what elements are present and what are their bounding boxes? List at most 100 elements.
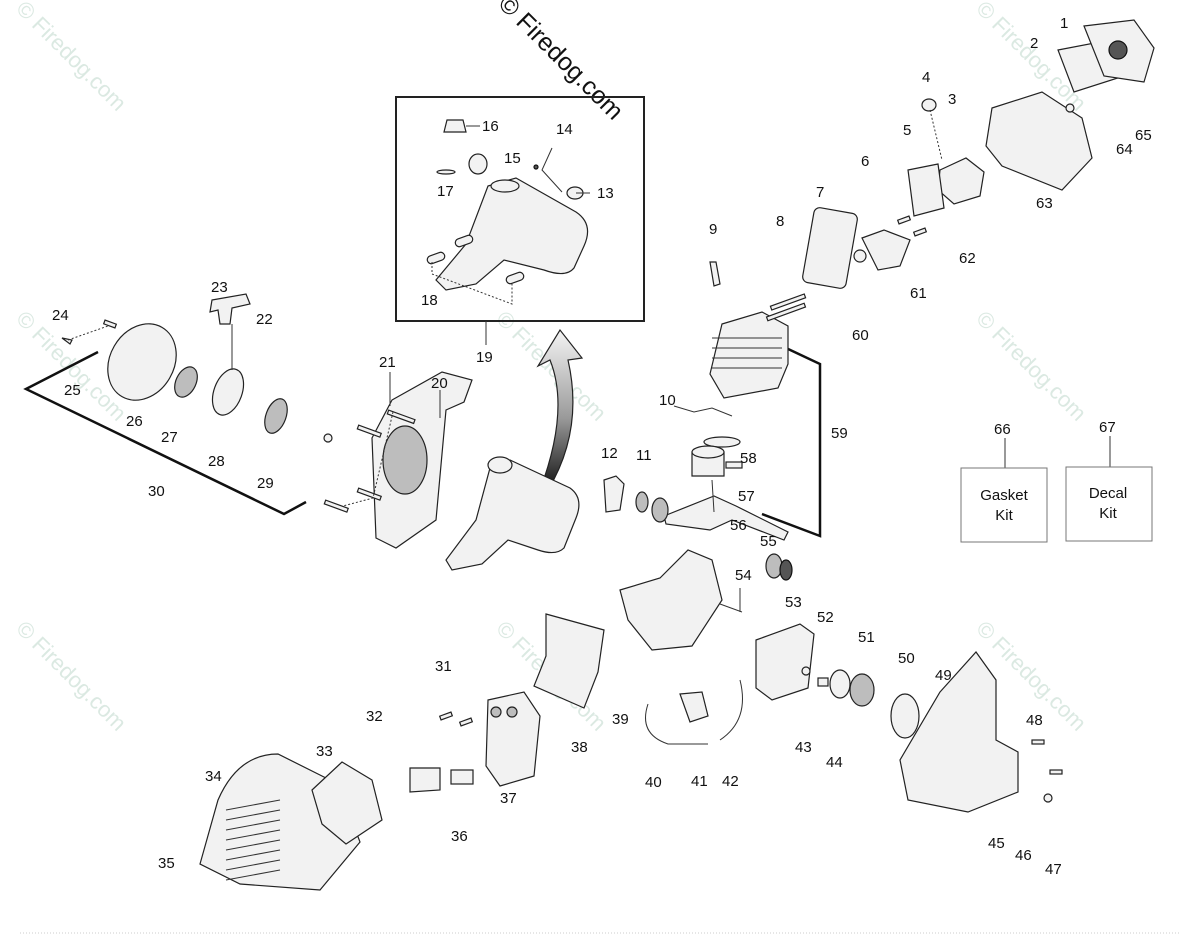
callout-9: 9 (709, 221, 717, 238)
gasket-10-part (673, 405, 733, 417)
oring-part (853, 249, 867, 263)
starter-pawl-part (264, 398, 288, 434)
callout-21: 21 (379, 354, 396, 371)
screw-part (458, 717, 474, 727)
screw-part (896, 215, 912, 225)
fuel-tank-inset (395, 96, 645, 345)
callout-36: 36 (451, 828, 468, 845)
callout-49: 49 (935, 667, 952, 684)
inset-frame (395, 96, 645, 322)
watermark: © Firedog.com (971, 306, 1091, 426)
clutch-assembly (645, 623, 1063, 813)
decal-kit: Decal Kit (1065, 436, 1153, 542)
callout-30: 30 (148, 483, 165, 500)
callout-50: 50 (898, 650, 915, 667)
clutch-plate-part (829, 669, 851, 699)
knob-part (1108, 40, 1128, 60)
callout-45: 45 (988, 835, 1005, 852)
bushing-part (817, 677, 829, 687)
heat-shield-part (311, 761, 383, 845)
flywheel-part (755, 623, 815, 701)
gasket-part (409, 767, 441, 793)
callout-52: 52 (817, 609, 834, 626)
callout-67: 67 (1099, 419, 1116, 436)
seal-part (779, 559, 793, 581)
callout-58: 58 (740, 450, 757, 467)
callout-62: 62 (959, 250, 976, 267)
callout-39: 39 (612, 711, 629, 728)
ignition-coil-part (679, 691, 709, 723)
callout-51: 51 (858, 629, 875, 646)
carburetor-part (937, 157, 985, 205)
callout-65: 65 (1135, 127, 1152, 144)
screw-part (912, 227, 928, 237)
bracket-59 (761, 346, 822, 538)
callout-42: 42 (722, 773, 739, 790)
clutch-drum-part (890, 693, 920, 739)
valve-part (533, 164, 539, 170)
callout-12: 12 (601, 445, 618, 462)
screw-part (1031, 739, 1045, 745)
callout-64: 64 (1116, 141, 1133, 158)
grommet-part (454, 234, 474, 248)
grommet-part (426, 251, 446, 265)
insulator-part (802, 207, 858, 289)
crankcase-part (619, 549, 723, 651)
callout-47: 47 (1045, 861, 1062, 878)
callout-41: 41 (691, 773, 708, 790)
callout-40: 40 (645, 774, 662, 791)
grommet-part (505, 271, 525, 285)
nut-part (323, 433, 333, 443)
callout-28: 28 (208, 453, 225, 470)
callout-26: 26 (126, 413, 143, 430)
screw-part (438, 711, 454, 721)
callout-7: 7 (816, 184, 824, 201)
callout-6: 6 (861, 153, 869, 170)
callout-15: 15 (504, 150, 521, 167)
callout-35: 35 (158, 855, 175, 872)
starter-handle-part (209, 293, 251, 325)
crankshaft-part (663, 495, 789, 541)
cylinder-part (709, 311, 789, 399)
callout-48: 48 (1026, 712, 1043, 729)
cylinder-assembly (603, 207, 858, 651)
piston-pin-part (725, 461, 743, 469)
spark-plug-part (709, 261, 721, 287)
callout-3: 3 (948, 91, 956, 108)
fuel-tank-part (435, 177, 589, 291)
callout-56: 56 (730, 517, 747, 534)
bearing-part (765, 553, 783, 579)
callout-66: 66 (994, 421, 1011, 438)
screw-part (356, 487, 383, 501)
callout-31: 31 (435, 658, 452, 675)
callout-33: 33 (316, 743, 333, 760)
muffler-part (485, 691, 541, 787)
air-filter-cover-part (985, 91, 1093, 191)
engine-cover (323, 371, 580, 571)
callout-57: 57 (738, 488, 755, 505)
heat-shield-plate-part (533, 613, 605, 709)
callout-20: 20 (431, 375, 448, 392)
copyright-watermark-main: © Firedog.com (493, 0, 629, 125)
callout-19: 19 (476, 349, 493, 366)
muffler-port (490, 706, 502, 718)
screw-part (356, 424, 383, 438)
callout-29: 29 (257, 475, 274, 492)
bearing-part (651, 497, 669, 523)
callout-labels: 1234567891011121314151617181920212223242… (52, 15, 1152, 878)
carb-gasket-part (907, 163, 945, 217)
callout-2: 2 (1030, 35, 1038, 52)
callout-46: 46 (1015, 847, 1032, 864)
callout-60: 60 (852, 327, 869, 344)
screw-part (386, 409, 416, 425)
label-part (450, 769, 474, 785)
callout-16: 16 (482, 118, 499, 135)
callout-63: 63 (1036, 195, 1053, 212)
watermark: © Firedog.com (11, 0, 131, 116)
oring-part (436, 169, 456, 175)
callout-54: 54 (735, 567, 752, 584)
cap-gasket-part (468, 153, 488, 175)
callout-38: 38 (571, 739, 588, 756)
screw-part (323, 499, 350, 513)
